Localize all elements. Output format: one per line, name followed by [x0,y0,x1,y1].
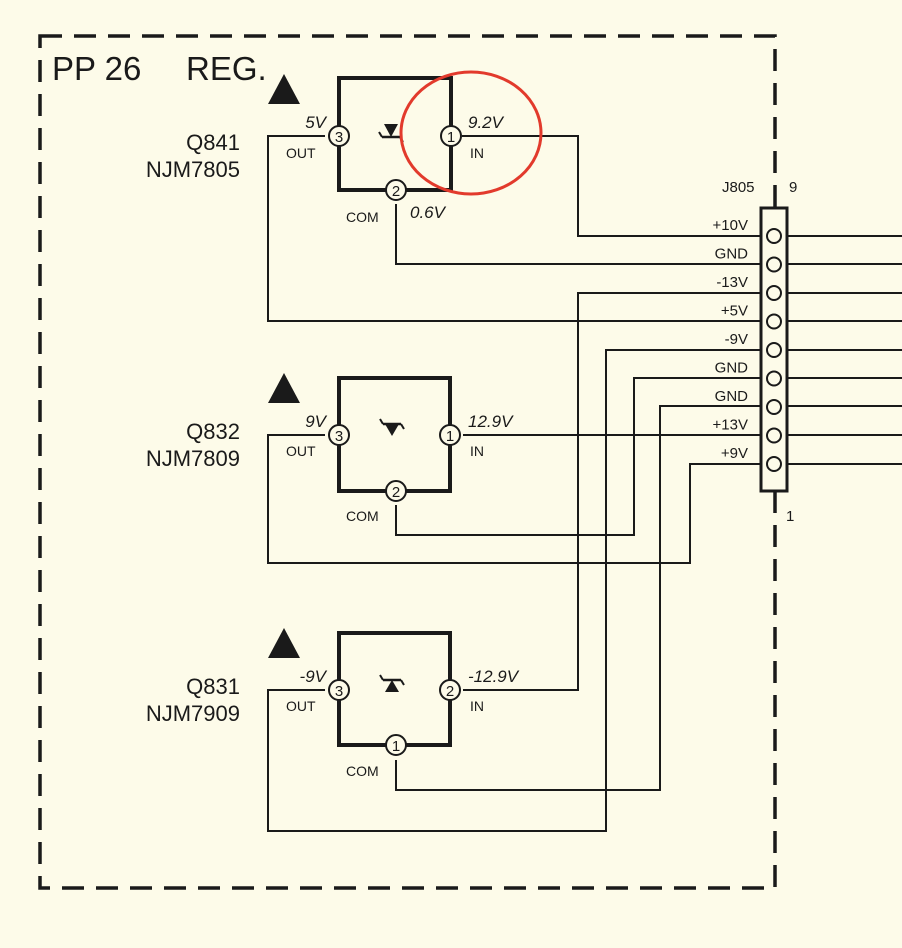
connector-pin-bottom: 1 [786,508,794,525]
zener-diode-icon [379,674,405,692]
pin-out-circle [328,679,350,701]
wire-q831-com [395,405,770,791]
pin-out-number: 3 [335,129,343,146]
wire-q831-out [267,349,770,832]
connector-pin [766,456,782,472]
connector-pin [766,256,782,273]
pin-com-number: 1 [392,738,400,755]
wires [267,135,902,832]
ref-designator: Q832 [186,419,240,444]
regulator-q841: 3 1 2 5V OUT 9.2V IN COM 0.6V Q841 NJM78… [146,74,505,225]
out-voltage: 9V [305,412,327,431]
highlight-circle [399,70,543,196]
wire-q832-out [267,434,770,564]
wire-q832-com [395,377,770,536]
connector-pin-label: +13V [713,417,748,434]
regulator-body [337,76,453,192]
pin-com-circle [385,734,407,756]
pin-in-number: 2 [446,683,454,700]
pin-com-circle [385,179,407,201]
pin-in-number: 1 [447,129,455,146]
warning-triangle-icon [268,628,300,658]
in-label: IN [470,145,484,161]
com-voltage: 0.6V [410,203,447,222]
connector-pin-label: +9V [721,445,748,462]
pin-in-circle [439,679,461,701]
pin-com-circle [385,480,407,502]
connector-pin [766,228,782,244]
part-number: NJM7805 [146,157,240,182]
regulator-q831: 3 2 1 -9V OUT -12.9V IN COM Q831 NJM7909 [146,628,520,779]
out-voltage: 5V [305,113,327,132]
connector-pin-label: -9V [725,331,748,348]
com-label: COM [346,763,379,779]
ref-designator: Q841 [186,130,240,155]
connector-pin [766,399,782,415]
wire-q841-out [267,135,770,322]
connector-pin-label: GND [715,360,749,377]
board-outline [38,34,777,890]
in-voltage: 9.2V [468,113,505,132]
connector-pin-top: 9 [789,179,797,196]
wire-q831-in [463,292,770,691]
in-voltage: 12.9V [468,412,514,431]
out-voltage: -9V [300,667,328,686]
out-label: OUT [286,698,316,714]
connector-ref: J805 [722,179,755,196]
in-voltage: -12.9V [468,667,520,686]
connector-pin [766,427,782,444]
out-label: OUT [286,443,316,459]
wire-q841-in [462,135,770,237]
connector-pin-label: -13V [716,274,748,291]
part-number: NJM7809 [146,446,240,471]
block-function: REG. [186,50,267,87]
pin-out-number: 3 [335,428,343,445]
pin-out-circle [328,125,350,147]
connector-pin [766,342,782,358]
pin-com-number: 2 [392,484,400,501]
in-label: IN [470,698,484,714]
connector-pin-label: +5V [721,303,748,320]
part-number: NJM7909 [146,701,240,726]
connector-pin [766,313,782,330]
pin-in-number: 1 [446,428,454,445]
com-label: COM [346,209,379,225]
connector-pin-label: GND [715,246,749,263]
warning-triangle-icon [268,373,300,403]
in-label: IN [470,443,484,459]
zener-diode-icon [378,124,404,143]
pin-in-circle [439,424,461,446]
connector-pin [766,370,782,387]
zener-diode-icon [379,418,405,436]
connector-pin [766,285,782,301]
pin-out-number: 3 [335,683,343,700]
out-label: OUT [286,145,316,161]
wire-q841-com [395,204,770,265]
ref-designator: Q831 [186,674,240,699]
connector-pin-label: GND [715,388,749,405]
pin-com-number: 2 [392,183,400,200]
connector-pins: +10V GND -13V +5V -9V GND GND +13V +9V [713,217,782,472]
com-label: COM [346,508,379,524]
pin-out-circle [328,424,350,446]
pin-in-circle [440,125,462,147]
connector-pin-label: +10V [713,217,748,234]
warning-triangle-icon [268,74,300,104]
block-name: PP 26 [52,50,141,87]
connector-j805: J805 9 1 +10V GND -13V +5V -9V GND GND +13V +9V [713,179,798,525]
regulator-q832: 3 1 2 9V OUT 12.9V IN COM Q832 NJM7809 [146,373,514,524]
regulator-body [337,376,452,493]
